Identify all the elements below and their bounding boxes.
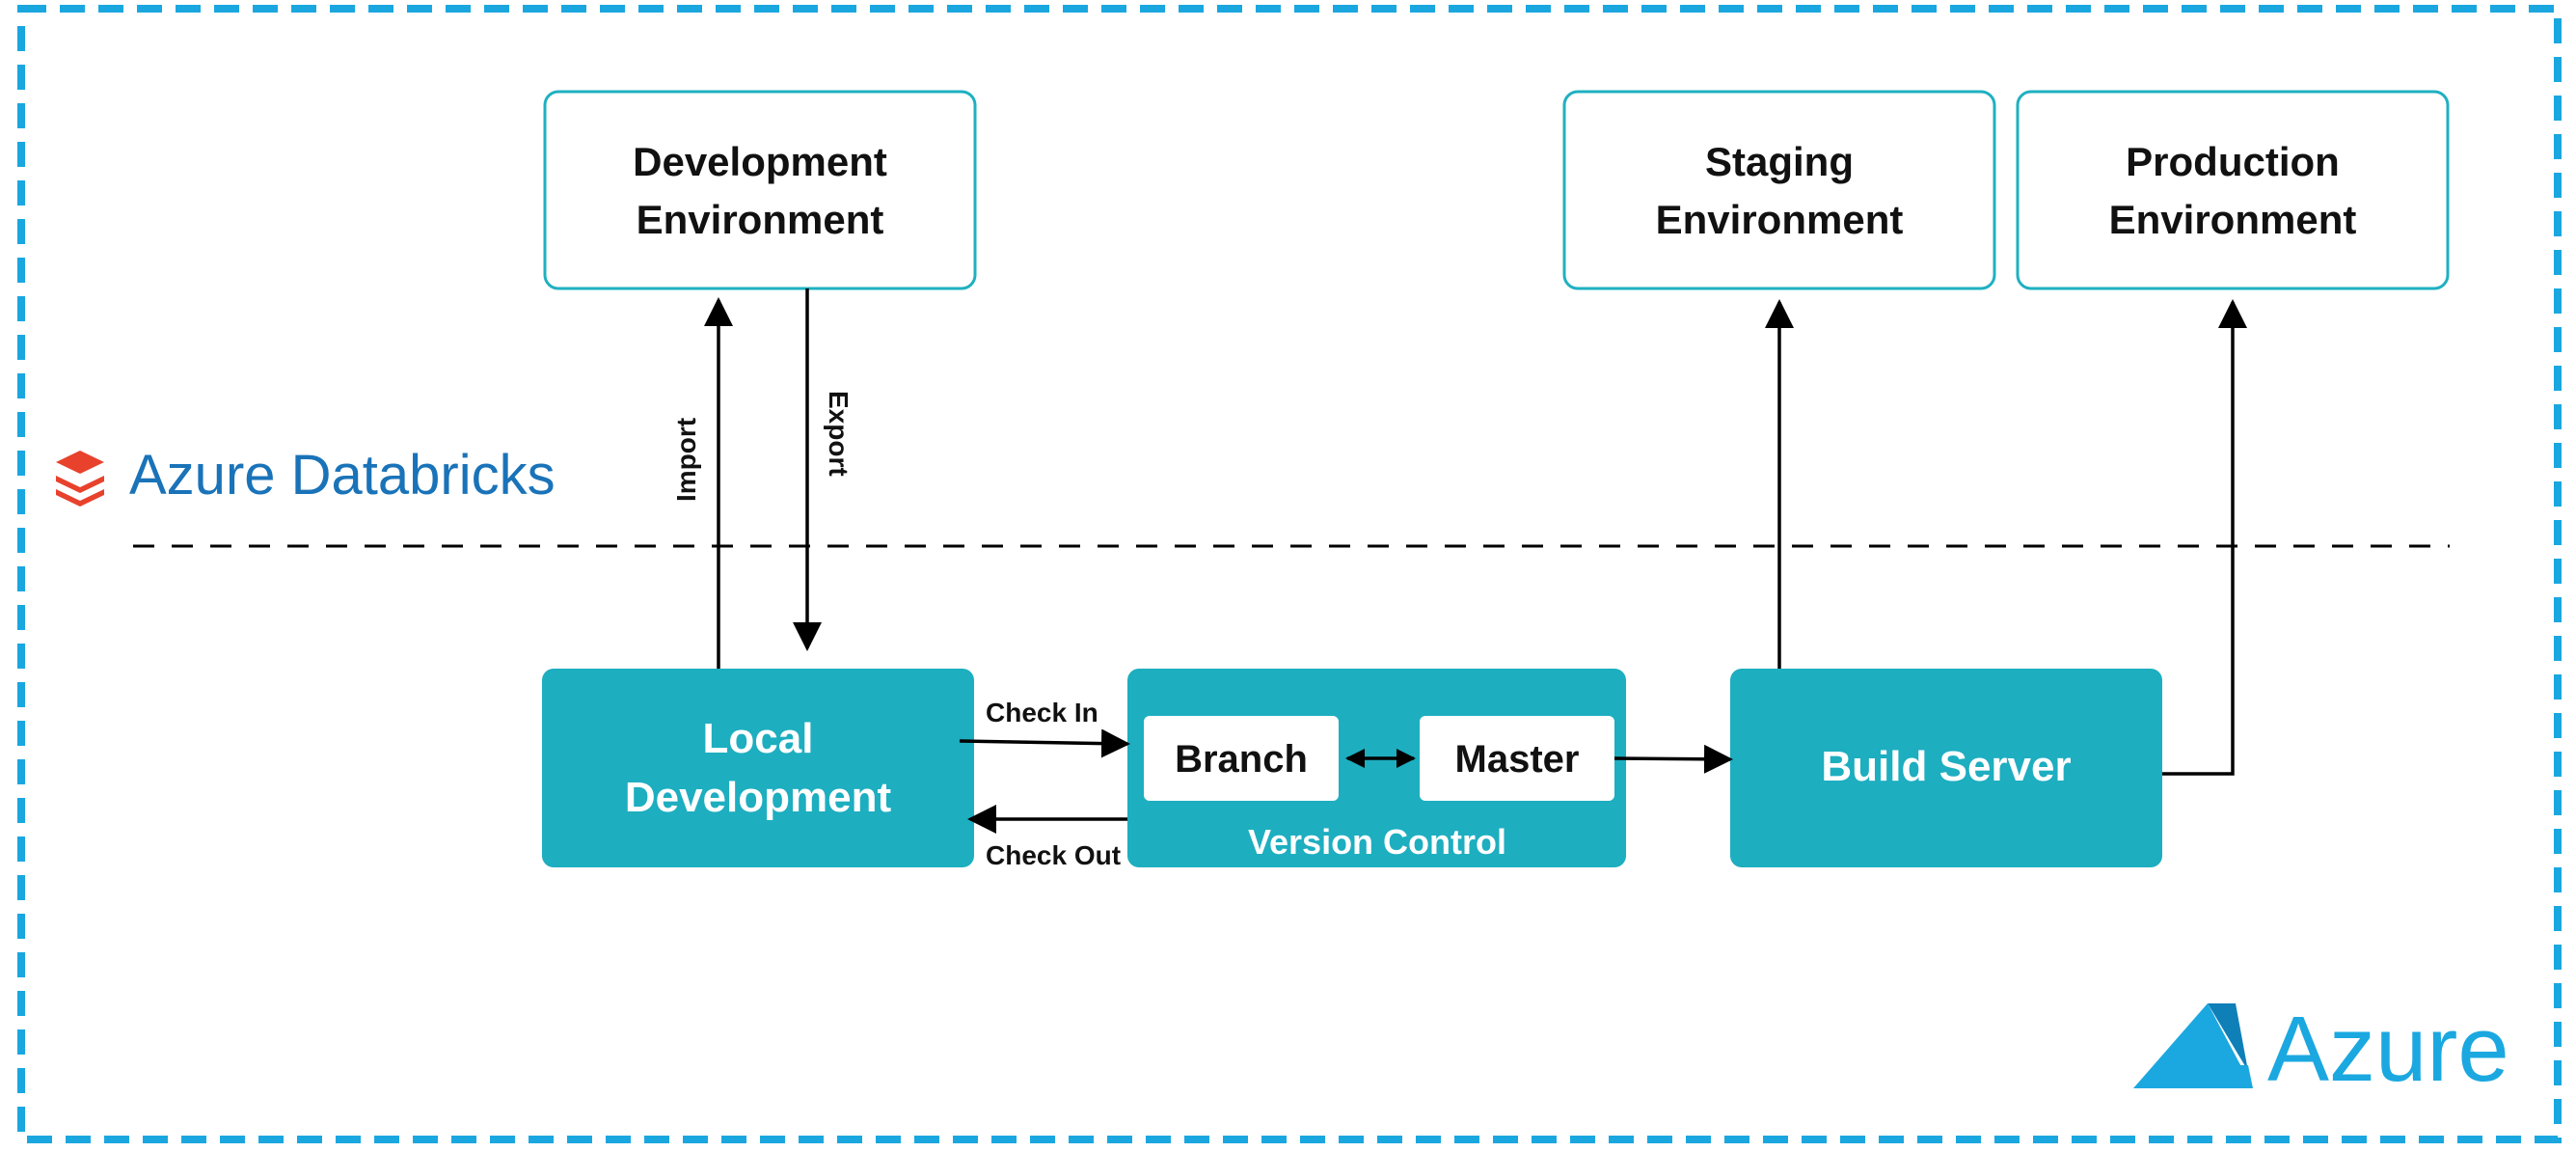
local-development-line1: Local xyxy=(703,715,814,762)
build-server-label: Build Server xyxy=(1821,743,2071,790)
master-label: Master xyxy=(1455,738,1580,781)
build-to-production-edge xyxy=(2162,299,2247,776)
development-environment-line1: Development xyxy=(633,139,887,184)
check-out-label: Check Out xyxy=(986,840,1121,870)
vc-to-build-edge xyxy=(1613,744,1733,774)
branch-box xyxy=(1144,716,1339,801)
databricks-icon xyxy=(56,451,104,507)
staging-environment-line2: Environment xyxy=(1656,197,1904,242)
staging-environment-line1: Staging xyxy=(1705,139,1854,184)
development-environment-node: Development Environment xyxy=(543,90,977,290)
azure-logo: Azure xyxy=(2133,998,2509,1101)
azure-label: Azure xyxy=(2267,998,2509,1101)
development-environment-line2: Environment xyxy=(637,197,884,242)
local-development-node: Local Development xyxy=(542,669,974,867)
check-in-label: Check In xyxy=(986,698,1098,727)
production-environment-line1: Production xyxy=(2126,139,2340,184)
outer-frame xyxy=(17,5,2562,1143)
master-box xyxy=(1420,716,1614,801)
production-environment-node: Production Environment xyxy=(2016,90,2450,290)
export-label: Export xyxy=(824,391,854,477)
local-development-line2: Development xyxy=(625,774,892,821)
azure-icon xyxy=(2133,1003,2253,1088)
import-label: Import xyxy=(671,418,701,502)
check-in-edge xyxy=(959,728,1130,758)
branch-label: Branch xyxy=(1175,738,1308,781)
production-environment-line2: Environment xyxy=(2109,197,2357,242)
databricks-label: Azure Databricks xyxy=(129,444,556,507)
version-control-label: Version Control xyxy=(1248,822,1506,862)
staging-environment-node: Staging Environment xyxy=(1562,90,1996,290)
build-server-node: Build Server xyxy=(1730,669,2162,867)
version-control-node: Branch Master Version Control xyxy=(1127,669,1626,867)
